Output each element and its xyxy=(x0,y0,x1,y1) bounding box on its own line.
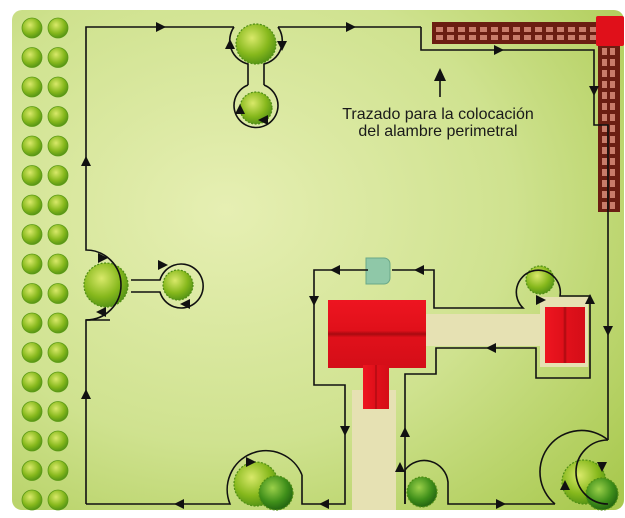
caption-line-1: Trazado para la colocación xyxy=(342,106,534,123)
arrow-icon xyxy=(277,41,287,51)
shrub-icon xyxy=(21,194,43,216)
shed-icon xyxy=(365,257,391,285)
arrow-icon xyxy=(496,499,506,509)
arrow-icon xyxy=(486,343,496,353)
wire-layout-caption: Trazado para la colocación del alambre p… xyxy=(318,106,558,140)
shrub-icon xyxy=(47,489,69,511)
shrub-icon xyxy=(21,342,43,363)
shrub-icon xyxy=(47,312,69,334)
shrub-icon xyxy=(21,17,43,39)
hedge-row xyxy=(21,17,69,511)
annotation-arrow-icon xyxy=(434,68,446,97)
shrub-icon xyxy=(47,224,69,245)
shrub-icon xyxy=(83,262,129,308)
shrub-icon xyxy=(21,460,43,481)
arrow-icon xyxy=(174,499,184,509)
arrow-icon xyxy=(96,307,106,317)
arrow-icon xyxy=(597,462,607,472)
shrub-icon xyxy=(47,194,69,216)
arrow-icon xyxy=(400,427,410,437)
shrub-icon xyxy=(47,371,69,393)
arrow-icon xyxy=(395,462,405,472)
shrub-icon xyxy=(21,76,43,98)
shrub-icon xyxy=(47,76,69,98)
arrow-icon xyxy=(98,253,108,263)
shrub-icon xyxy=(406,476,438,508)
shrub-icon xyxy=(21,135,43,157)
shrub-icon xyxy=(47,253,69,275)
arrow-icon xyxy=(81,156,91,166)
shrub-icon xyxy=(47,430,69,452)
arrow-icon xyxy=(225,39,235,49)
arrow-icon xyxy=(414,265,424,275)
shrub-icon xyxy=(21,224,43,245)
arrow-icon xyxy=(246,457,256,467)
arrow-icon xyxy=(536,295,546,305)
house-icon xyxy=(328,300,585,409)
arrow-icon xyxy=(81,22,613,509)
shrub-icon xyxy=(47,342,69,363)
arrow-icon xyxy=(180,299,190,309)
shrubs xyxy=(83,23,619,511)
shrub-icon xyxy=(235,23,277,65)
shrub-icon xyxy=(162,269,194,301)
shrub-icon xyxy=(47,47,69,68)
arrow-icon xyxy=(156,22,166,32)
shrub-icon xyxy=(21,371,43,393)
arrow-icon xyxy=(346,22,356,32)
arrow-icon xyxy=(589,86,599,96)
fence-icon xyxy=(432,16,624,212)
shrub-icon xyxy=(21,489,43,511)
shrub-icon xyxy=(47,106,69,127)
arrow-icon xyxy=(585,294,595,304)
shrub-icon xyxy=(21,312,43,334)
lawn xyxy=(12,10,624,510)
arrow-icon xyxy=(81,389,91,399)
shrub-icon xyxy=(47,17,69,39)
shrub-icon xyxy=(47,460,69,481)
perimeter-wire xyxy=(85,26,609,505)
shrub-icon xyxy=(21,47,43,68)
shrub-icon xyxy=(47,135,69,157)
arrow-icon xyxy=(330,265,340,275)
arrow-icon xyxy=(494,45,504,55)
shrub-icon xyxy=(21,430,43,452)
shrub-icon xyxy=(47,165,69,186)
arrow-icon xyxy=(309,296,319,306)
shrub-icon xyxy=(21,106,43,127)
shrub-icon xyxy=(21,253,43,275)
arrow-icon xyxy=(235,104,245,114)
shrub-icon xyxy=(525,265,555,295)
shrub-icon xyxy=(585,477,619,511)
caption-line-2: del alambre perimetral xyxy=(358,123,518,140)
shrub-icon xyxy=(21,401,43,422)
shrub-icon xyxy=(258,475,294,511)
shrub-icon xyxy=(21,283,43,304)
arrow-icon xyxy=(319,499,329,509)
arrow-icon xyxy=(603,326,613,336)
arrow-icon xyxy=(158,260,168,270)
shrub-icon xyxy=(21,165,43,186)
arrow-icon xyxy=(258,115,268,125)
shrub-icon xyxy=(47,401,69,422)
arrow-icon xyxy=(560,480,570,490)
arrow-icon xyxy=(340,426,350,436)
shrub-icon xyxy=(47,283,69,304)
